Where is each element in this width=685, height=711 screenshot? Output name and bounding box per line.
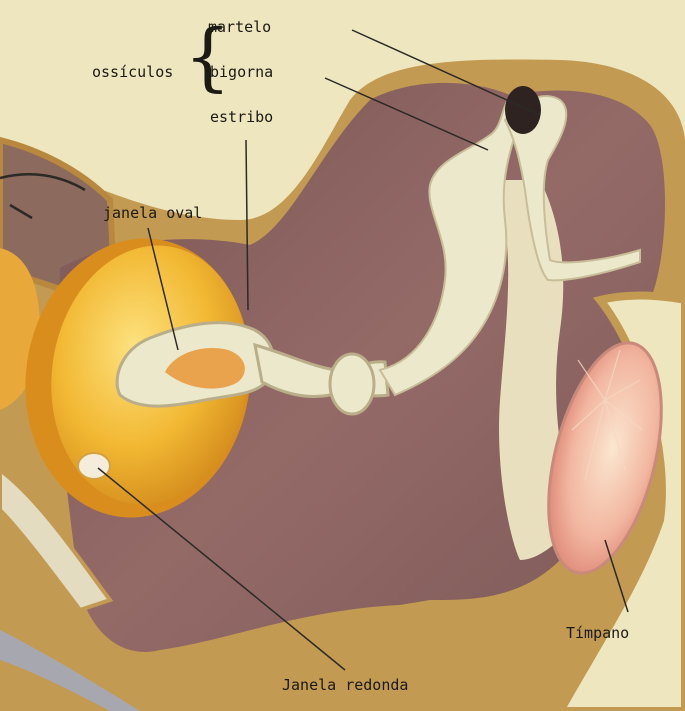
- label-anvil: bigorna: [210, 65, 273, 80]
- round-window-hole: [78, 453, 110, 479]
- label-hammer: martelo: [208, 20, 271, 35]
- label-round-window: Janela redonda: [282, 678, 408, 693]
- label-stirrup: estribo: [210, 110, 273, 125]
- hammer-head: [505, 86, 541, 134]
- label-ossicles: ossículos: [92, 65, 173, 80]
- label-oval-window: janela oval: [103, 206, 202, 221]
- label-eardrum: Tímpano: [566, 626, 629, 641]
